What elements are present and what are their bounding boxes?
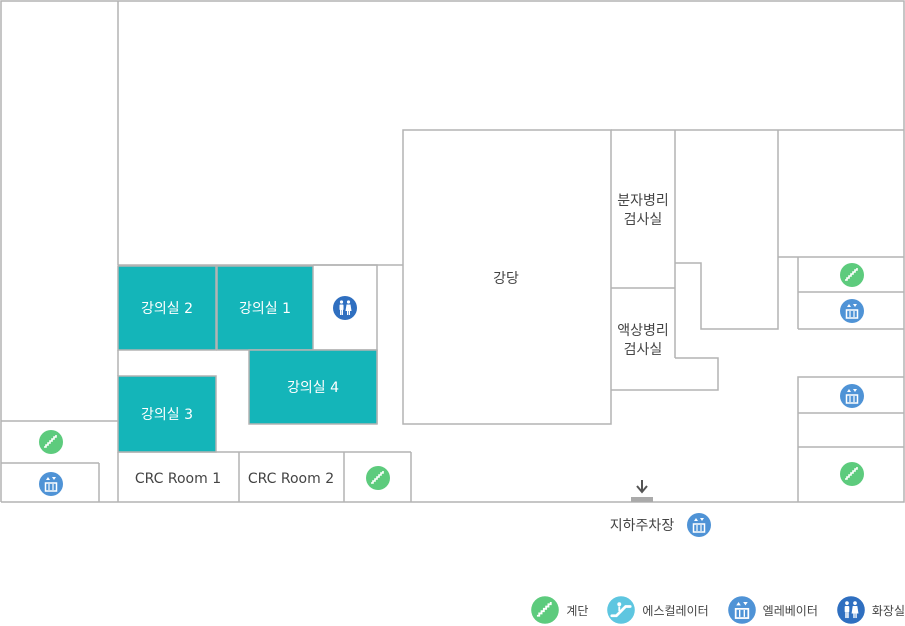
elevator-icon [38,471,64,497]
escalator-icon [606,595,637,625]
lecture-room-2: 강의실 2 [117,265,217,351]
lecture-room-4: 강의실 4 [248,349,378,425]
arrow-down-icon [636,485,648,494]
lecture-room-4-label: 강의실 4 [287,380,339,396]
parking-label: 지하주차장 [610,518,675,534]
stairs-icon [839,461,865,487]
molecular-pathology-lab-label-line2: 검사실 [624,212,663,228]
lecture-room-3-label: 강의실 3 [141,407,193,423]
lecture-room-2-label: 강의실 2 [141,301,193,317]
liquid-pathology-lab-label-line1: 액상병리 [617,323,669,339]
stairs-icon [38,429,64,455]
lecture-room-3: 강의실 3 [117,375,217,453]
restroom-icon [333,296,357,320]
crc-room-1-label: CRC Room 1 [135,471,221,487]
stairs-icon [530,595,561,625]
legend-stairs-label: 계단 [566,603,589,618]
parking-entrance [631,480,653,502]
elevator-icon [727,595,757,625]
molecular-pathology-lab-label-line1: 분자병리 [617,193,669,209]
legend-elevator: 엘레베이터 [727,595,818,625]
stairs-icon [365,465,391,491]
lecture-room-1-label: 강의실 1 [239,301,291,317]
crc-room-2-label: CRC Room 2 [248,471,334,487]
legend: 계단 에스컬레이터 엘레베이터 화장실 [512,594,905,626]
lecture-room-1: 강의실 1 [216,265,314,351]
legend-escalator: 에스컬레이터 [606,595,709,625]
auditorium-label: 강당 [493,271,519,287]
elevator-icon [839,298,865,324]
legend-restroom: 화장실 [836,595,905,625]
liquid-pathology-lab-label-line2: 검사실 [624,342,663,358]
legend-restroom-label: 화장실 [871,603,905,618]
elevator-icon [839,383,865,409]
elevator-icon [686,512,712,538]
legend-elevator-label: 엘레베이터 [762,603,818,618]
legend-escalator-label: 에스컬레이터 [642,603,709,618]
restroom-icon [837,596,865,624]
legend-stairs: 계단 [530,595,588,625]
stairs-icon [839,262,865,288]
